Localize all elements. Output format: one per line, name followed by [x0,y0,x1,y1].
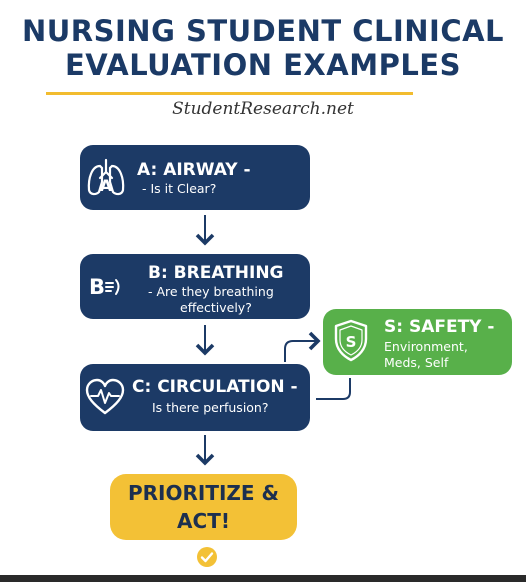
step-safety: S S: SAFETY - Environment, Meds, Self [323,309,512,375]
title-underline [46,92,413,95]
breathing-subtitle-2: effectively? [180,300,252,315]
check-circle-icon [197,547,217,567]
heart-pulse-icon [85,378,125,415]
shield-icon: S [334,319,368,362]
step-circulation: C: CIRCULATION - Is there perfusion? [80,364,310,431]
breathing-title: B: BREATHING [148,263,284,283]
safety-subtitle-1: Environment, [384,339,468,354]
bottom-border [0,575,526,582]
step-airway: A A: AIRWAY - - Is it Clear? [80,145,310,210]
title-line-2: EVALUATION EXAMPLES [64,48,461,82]
title-line-1: NURSING STUDENT CLINICAL [21,14,505,48]
circulation-subtitle: Is there perfusion? [152,400,269,415]
breathing-subtitle-1: - Are they breathing [148,284,274,299]
lungs-icon: A [87,158,125,196]
airway-subtitle: - Is it Clear? [142,181,217,196]
breath-icon-letter: B [89,275,105,299]
shield-icon-letter: S [346,333,357,351]
airway-title: A: AIRWAY - [137,160,251,180]
circulation-title: C: CIRCULATION - [132,377,298,397]
lungs-icon-letter: A [100,176,113,195]
line-safety-to-circulation [316,378,351,400]
step-breathing: B B: BREATHING - Are they breathing effe… [80,254,310,319]
website-label: StudentResearch.net [172,99,354,119]
prioritize-act-box: PRIORITIZE & ACT! [110,474,297,540]
breath-icon: B [89,275,120,299]
act-line-1: PRIORITIZE & [128,481,279,505]
act-line-2: ACT! [177,509,230,533]
safety-subtitle-2: Meds, Self [384,355,449,370]
arrow-to-safety [284,331,321,362]
page-title: NURSING STUDENT CLINICAL EVALUATION EXAM… [0,14,526,82]
safety-title: S: SAFETY - [384,317,495,337]
